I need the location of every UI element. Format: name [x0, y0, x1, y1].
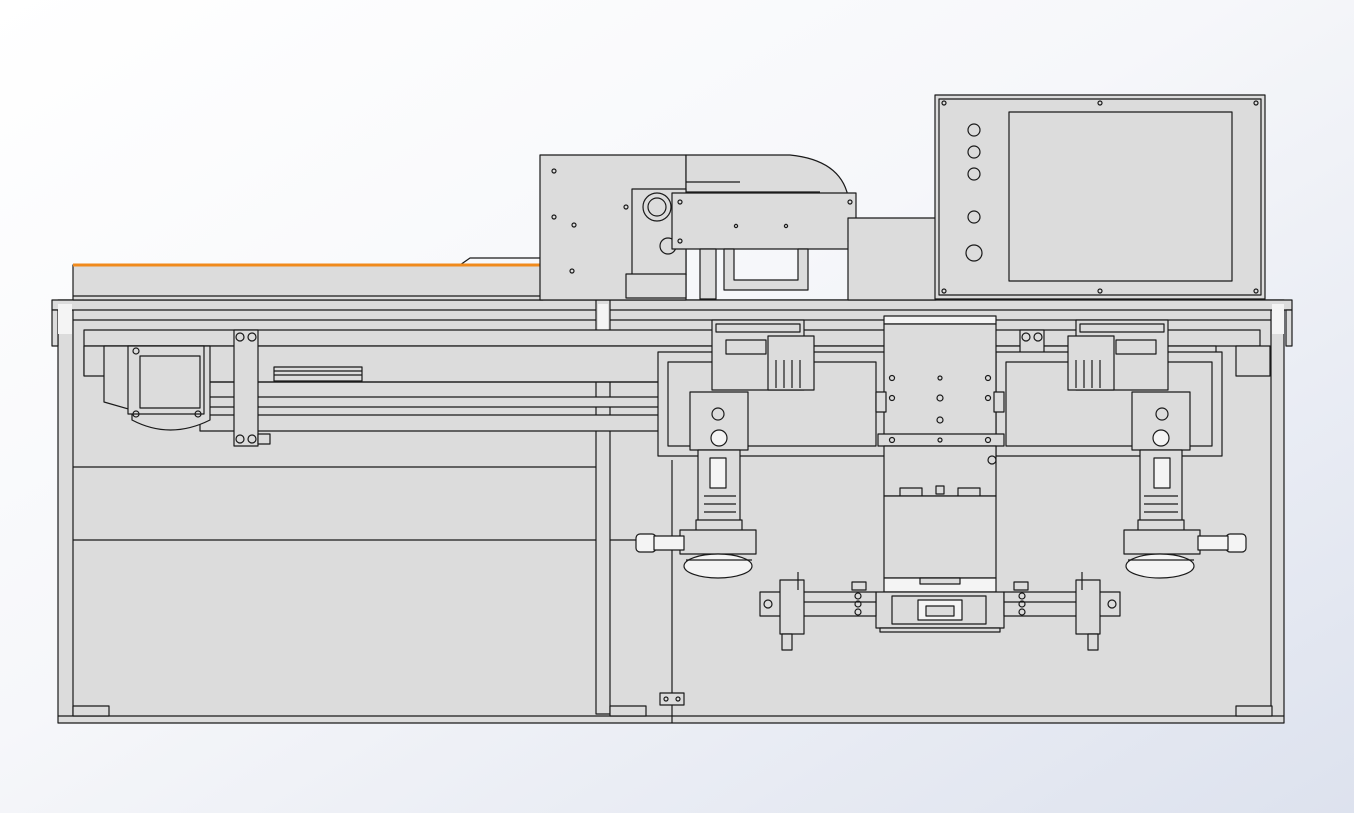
- control-panel: [934, 94, 1266, 300]
- right-pick-arm: [995, 319, 1247, 579]
- top-conveyor: [72, 257, 578, 301]
- panel-emergency-stop: [965, 244, 983, 262]
- panel-button-4: [967, 210, 981, 224]
- panel-button-3: [967, 167, 981, 181]
- left-motor: [103, 345, 211, 431]
- lower-gripper-bar: [759, 572, 1121, 651]
- upper-head-unit: [539, 154, 937, 301]
- panel-button-2: [967, 145, 981, 159]
- left-pick-arm: [635, 319, 887, 579]
- panel-button-1: [967, 123, 981, 137]
- center-lift-column: [875, 315, 1005, 633]
